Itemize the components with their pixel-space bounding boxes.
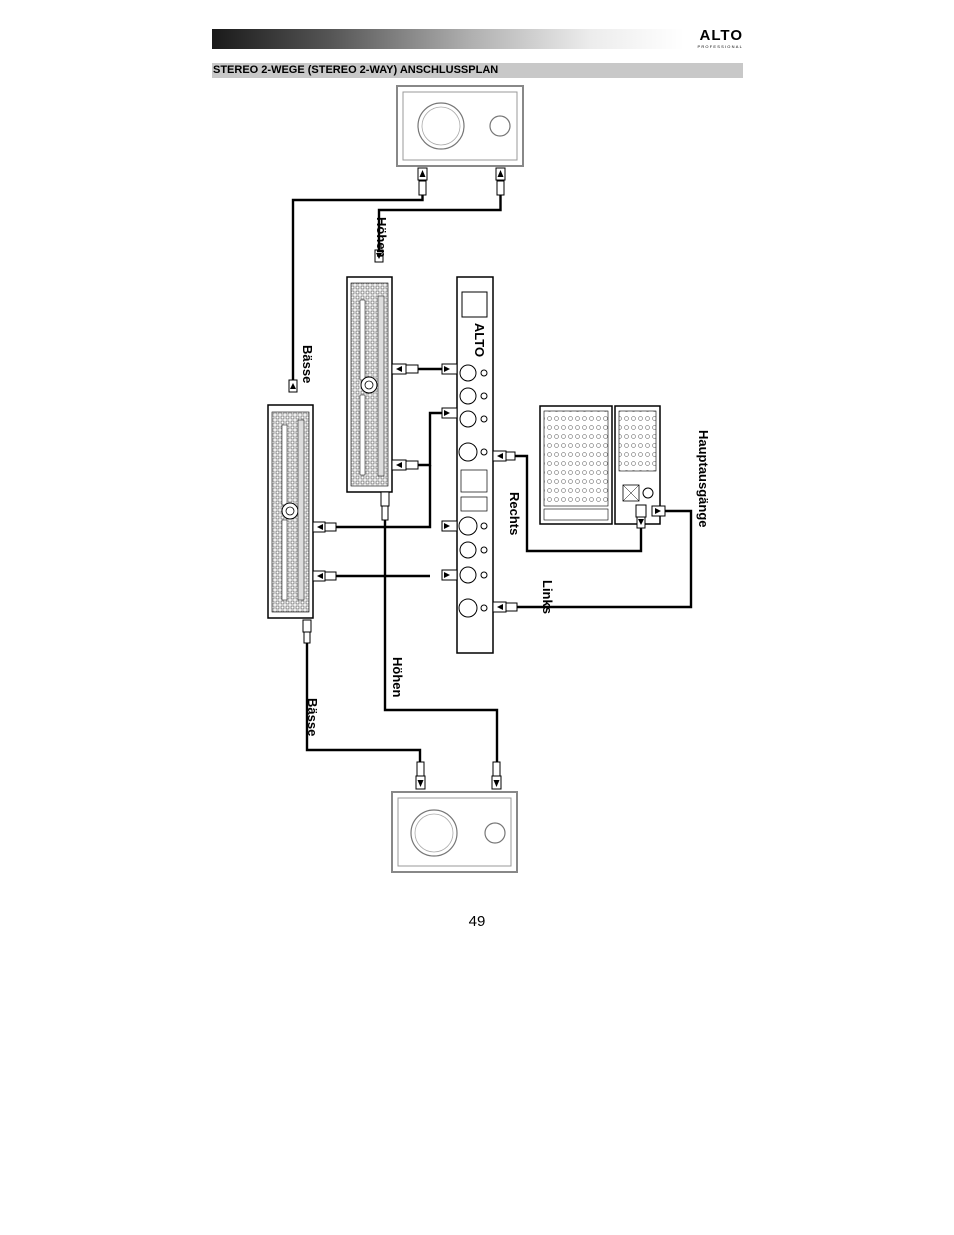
label-hoehen-top: Höhen xyxy=(374,217,389,258)
label-baesse-bottom: Bässe xyxy=(305,698,320,736)
speaker-bottom-tweeter xyxy=(484,822,506,844)
mixer xyxy=(539,405,661,525)
speaker-bottom-connectors xyxy=(415,761,502,790)
cable-hoehen-bottom xyxy=(383,520,499,762)
cable-xover-amp-upper-2 xyxy=(418,411,457,467)
cable-connectors xyxy=(288,249,666,644)
cables xyxy=(291,195,693,762)
page-number: 49 xyxy=(468,913,486,930)
label-hoehen-bottom: Höhen xyxy=(390,657,405,698)
cable-xover-amp-lower-1 xyxy=(336,465,432,529)
logo-subtext: PROFESSIONAL xyxy=(697,44,743,49)
speaker-top xyxy=(396,85,524,167)
label-hauptausgaenge: Hauptausgänge xyxy=(696,430,711,528)
alto-logo: ALTO PROFESSIONAL xyxy=(686,28,743,50)
cable-baesse-top xyxy=(291,195,424,380)
cable-rechts xyxy=(515,454,643,553)
header-gradient-bar xyxy=(212,29,684,49)
cable-baesse-bottom xyxy=(305,643,422,762)
speaker-bottom xyxy=(391,791,518,873)
label-rechts: Rechts xyxy=(507,492,522,535)
logo-text: ALTO xyxy=(699,27,743,44)
speaker-bottom-woofer xyxy=(410,809,458,857)
cable-links xyxy=(517,509,693,609)
amplifier-upper xyxy=(346,276,393,493)
crossover-logo: ALTO xyxy=(472,323,487,357)
section-title-bar xyxy=(212,63,743,78)
section-title: STEREO 2-WEGE (STEREO 2-WAY) ANSCHLUSSPL… xyxy=(213,64,499,76)
label-baesse-top: Bässe xyxy=(300,345,315,383)
speaker-top-tweeter xyxy=(489,115,511,137)
speaker-top-woofer xyxy=(417,102,465,150)
speaker-top-connectors xyxy=(417,167,506,196)
cable-hoehen-top xyxy=(377,195,502,250)
crossover-unit: ALTO xyxy=(456,276,494,654)
amplifier-lower xyxy=(267,404,314,619)
label-links: Links xyxy=(540,580,555,614)
